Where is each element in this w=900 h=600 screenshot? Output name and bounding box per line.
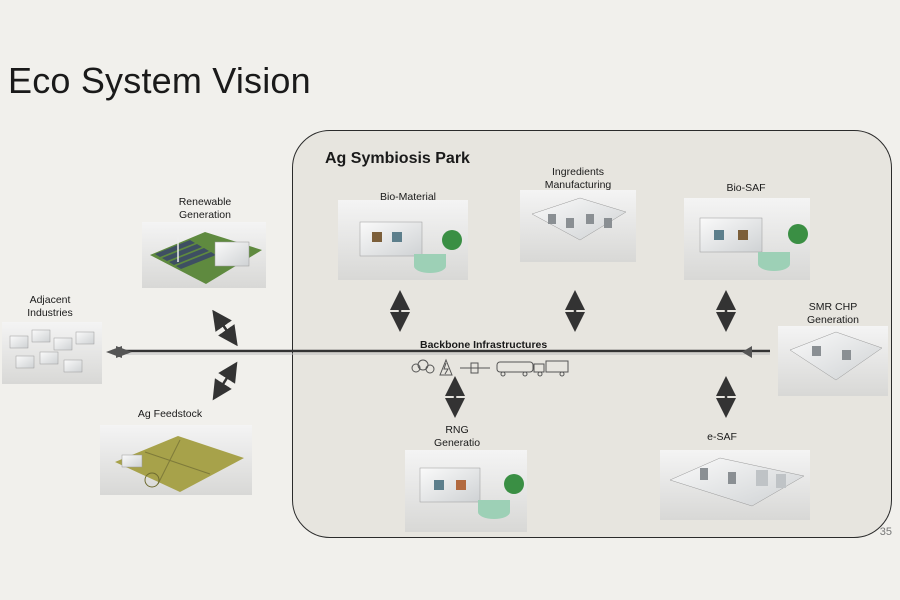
bio-material-image <box>338 200 468 280</box>
rng-generation-image <box>405 450 527 532</box>
ingredients-manufacturing-label: Ingredients Manufacturing <box>544 166 612 191</box>
ingredients-manufacturing-image <box>520 190 636 262</box>
renewable-generation-label: Renewable Generation <box>178 196 232 221</box>
steam-icon <box>411 359 435 374</box>
smr-chp-label: SMR CHP Generation <box>807 301 859 326</box>
connection-arrows <box>212 290 736 418</box>
adjacent-industries-image <box>2 322 102 384</box>
ag-feedstock-image <box>100 425 252 495</box>
bio-saf-image <box>684 198 810 280</box>
smr-chp-image <box>778 326 888 396</box>
renewable-generation-image <box>142 222 266 288</box>
ag-feedstock-label: Ag Feedstock <box>137 408 203 420</box>
e-saf-label: e-SAF <box>707 431 737 443</box>
page-number: 35 <box>879 526 892 538</box>
tanker-truck-icon <box>496 360 569 377</box>
park-title: Ag Symbiosis Park <box>325 150 470 167</box>
e-saf-image <box>660 450 810 520</box>
pipe-valve-icon <box>460 362 490 374</box>
page-title: Eco System Vision <box>8 60 311 101</box>
backbone-label: Backbone Infrastructures <box>420 339 548 351</box>
rng-generation-label: RNG Generatio n <box>433 424 481 461</box>
backbone-icons <box>411 358 569 377</box>
bio-saf-label: Bio-SAF <box>726 182 766 194</box>
adjacent-industries-label: Adjacent Industries <box>27 294 73 319</box>
backbone-line <box>106 346 770 358</box>
power-icon <box>439 358 453 376</box>
